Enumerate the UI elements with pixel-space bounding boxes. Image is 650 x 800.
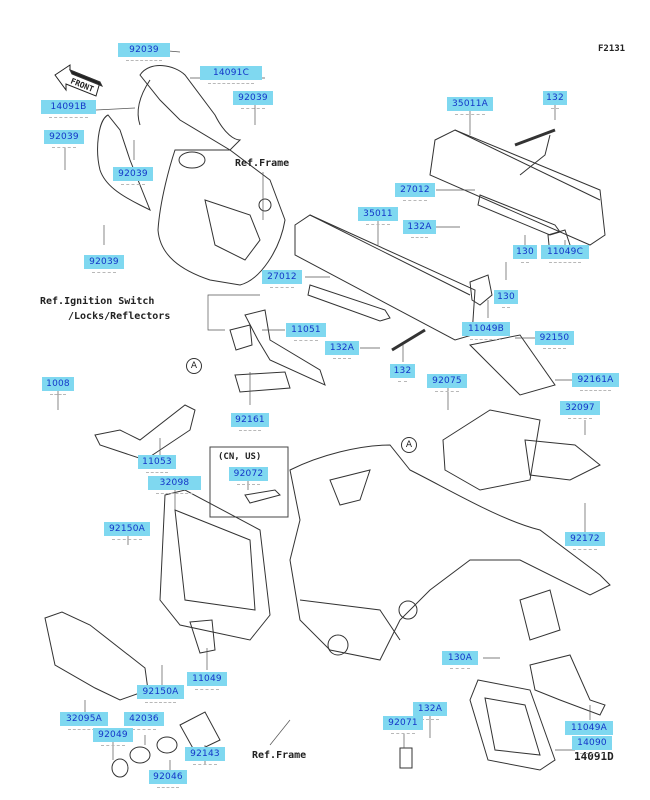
part-label[interactable]: 92071	[383, 716, 423, 734]
part-label[interactable]: 11049	[187, 672, 227, 690]
part-label[interactable]: 35011A	[447, 97, 493, 115]
ref-ignition-label: Ref.Ignition Switch	[40, 296, 155, 307]
part-label[interactable]: 130	[513, 245, 537, 263]
part-label[interactable]: 32098	[148, 476, 201, 494]
part-label[interactable]: 92039	[113, 167, 153, 185]
part-label[interactable]: 14090	[572, 736, 612, 754]
part-label[interactable]: 92150A	[137, 685, 184, 703]
ref-frame-bottom-label: Ref.Frame	[252, 750, 307, 761]
part-label[interactable]: 11049A	[565, 721, 613, 739]
part-label[interactable]: 11049C	[541, 245, 589, 263]
part-label[interactable]: 92072	[229, 467, 268, 485]
part-label[interactable]: 27012	[262, 270, 302, 288]
part-label[interactable]: 42036	[124, 712, 164, 730]
part-label[interactable]: 11053	[138, 455, 176, 473]
part-label[interactable]: 14091B	[41, 100, 96, 118]
part-label[interactable]: 92150A	[104, 522, 150, 540]
part-label[interactable]: 130	[494, 290, 518, 308]
part-label[interactable]: 1008	[42, 377, 74, 395]
part-label[interactable]: 132A	[403, 220, 436, 238]
part-label[interactable]: 132A	[325, 341, 359, 359]
figure-id: F2131	[598, 44, 626, 54]
ref-frame-top-label: Ref.Frame	[235, 158, 290, 169]
part-14091D-label[interactable]: 14091D	[574, 750, 614, 763]
part-label[interactable]: 92039	[84, 255, 124, 273]
ref-ignition-label-line2: /Locks/Reflectors	[68, 311, 171, 322]
part-label[interactable]: 132A	[413, 702, 447, 720]
part-label[interactable]: 92039	[233, 91, 273, 109]
part-label[interactable]: 32095A	[60, 712, 108, 730]
part-label[interactable]: 35011	[358, 207, 398, 225]
part-label[interactable]: 11051	[286, 323, 326, 341]
callout-a-upper: A	[186, 358, 202, 374]
region-box-title: (CN, US)	[218, 452, 262, 462]
part-label[interactable]: 92039	[118, 43, 170, 61]
part-label[interactable]: 92039	[44, 130, 84, 148]
part-label[interactable]: 92172	[565, 532, 605, 550]
part-label[interactable]: 92049	[93, 728, 133, 746]
part-label[interactable]: 92046	[149, 770, 187, 788]
part-label[interactable]: 92075	[427, 374, 467, 392]
part-label[interactable]: 27012	[395, 183, 435, 201]
part-label[interactable]: 92161A	[572, 373, 619, 391]
part-label[interactable]: 132	[543, 91, 567, 109]
part-label[interactable]: 92143	[185, 747, 225, 765]
part-label[interactable]: 32097	[560, 401, 600, 419]
callout-a-lower: A	[401, 437, 417, 453]
part-label[interactable]: 92150	[535, 331, 574, 349]
part-label[interactable]: 132	[390, 364, 415, 382]
part-label[interactable]: 11049B	[462, 322, 510, 340]
part-label[interactable]: 14091C	[200, 66, 262, 84]
part-label[interactable]: 130A	[442, 651, 478, 669]
front-arrow-icon	[54, 64, 104, 97]
part-label[interactable]: 92161	[231, 413, 269, 431]
